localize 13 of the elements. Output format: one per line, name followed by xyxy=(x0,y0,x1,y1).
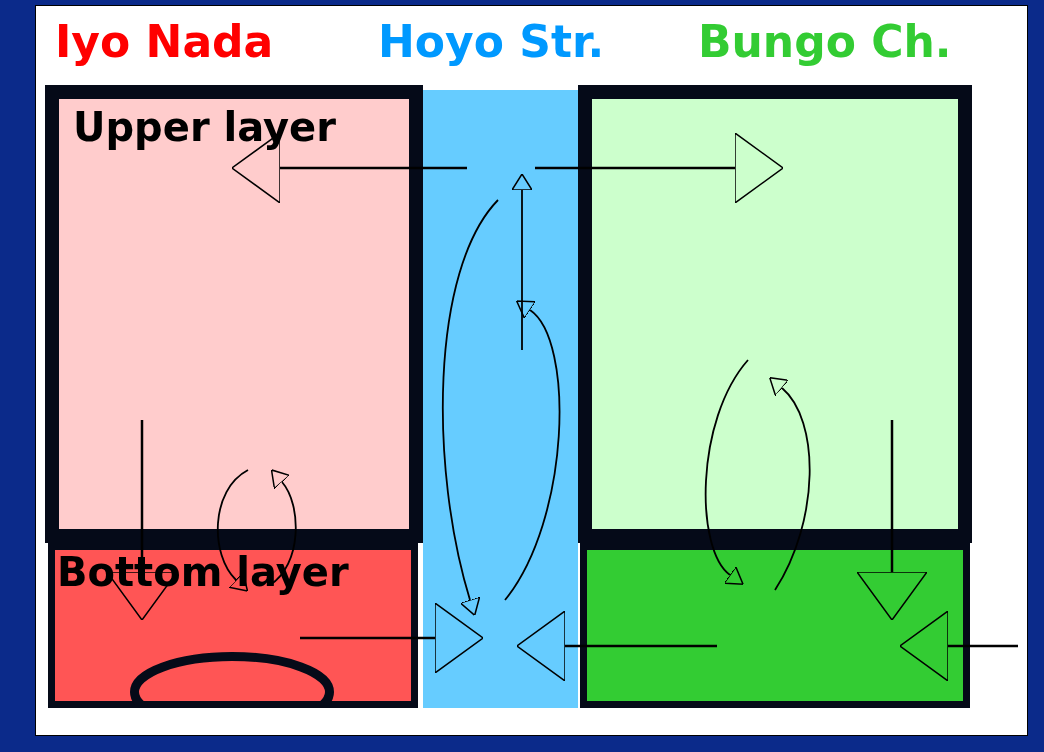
water-layer-region xyxy=(45,85,423,543)
region-name: Iyo Nada xyxy=(55,18,274,67)
flow-arrow xyxy=(300,602,484,674)
water-region xyxy=(580,543,970,708)
water-region xyxy=(578,85,972,543)
flow-arrow xyxy=(516,610,717,682)
layer-label: Upper layer xyxy=(73,105,336,149)
flow-arrow xyxy=(535,132,784,204)
flow-arrow xyxy=(899,610,1018,682)
region-name: Hoyo Str. xyxy=(378,18,605,67)
flow-arrow xyxy=(856,420,928,621)
water-region xyxy=(423,90,578,708)
region-name: Bungo Ch. xyxy=(698,18,952,67)
